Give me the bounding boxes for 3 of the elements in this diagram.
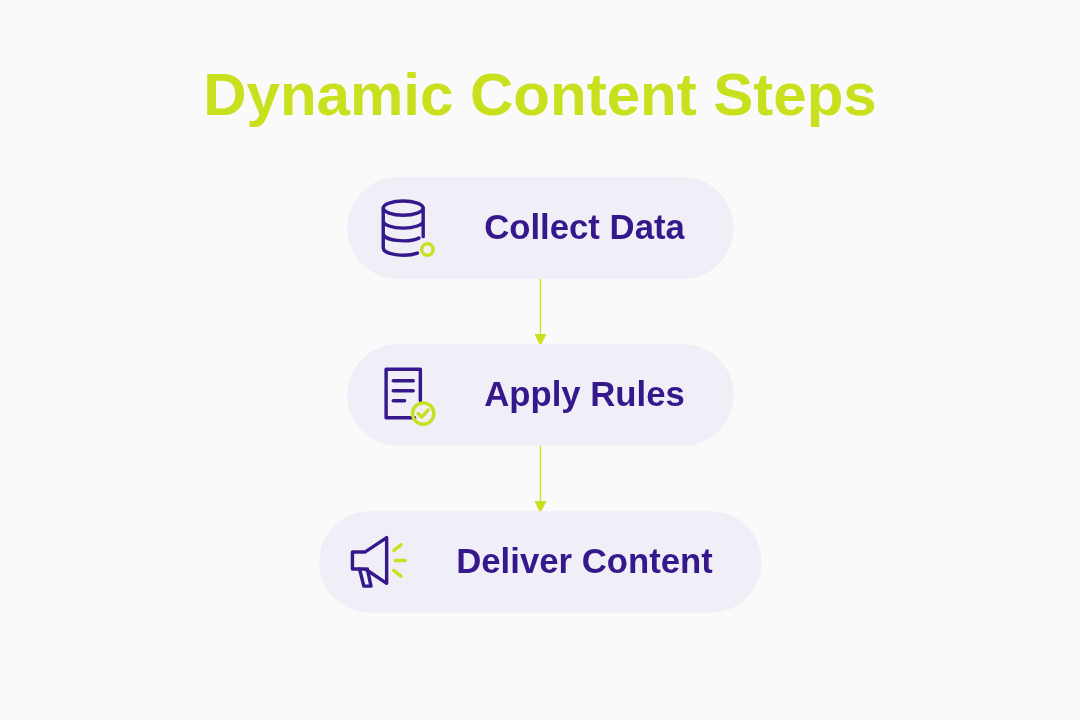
arrow [534,277,546,346]
arrow [534,444,546,513]
diagram-title: Dynamic Content Steps [203,62,877,128]
